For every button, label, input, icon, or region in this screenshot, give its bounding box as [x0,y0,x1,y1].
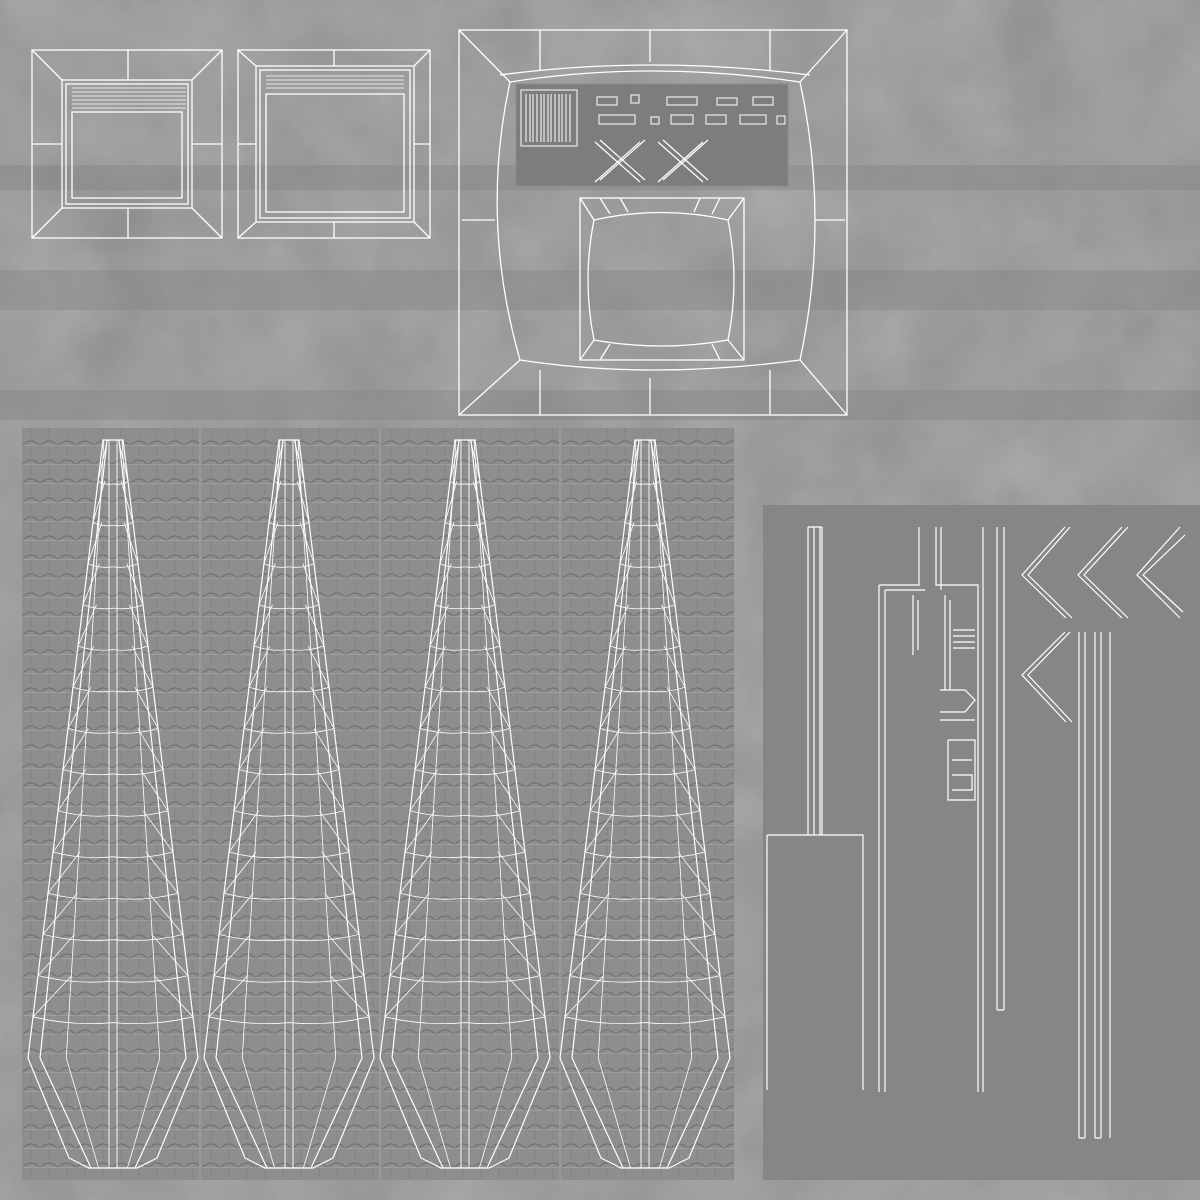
cross-markers [594,139,709,183]
top-square-island-1 [31,49,223,239]
spire-wireframe-4 [559,439,731,1169]
spire-wireframe-2 [203,439,375,1169]
spire-wireframe-3 [379,439,551,1169]
trim-strips [766,526,1186,1139]
spires-group [27,439,731,1169]
barcode-icon [520,89,578,147]
spire-wireframe-1 [27,439,199,1169]
label-panel [515,83,789,187]
roof-island [458,29,848,416]
label-decals [596,94,786,125]
roof-tile-field [22,428,734,1180]
top-square-island-2 [237,49,431,239]
trim-strip-panel [763,505,1200,1180]
roof-inner-square [579,197,745,361]
